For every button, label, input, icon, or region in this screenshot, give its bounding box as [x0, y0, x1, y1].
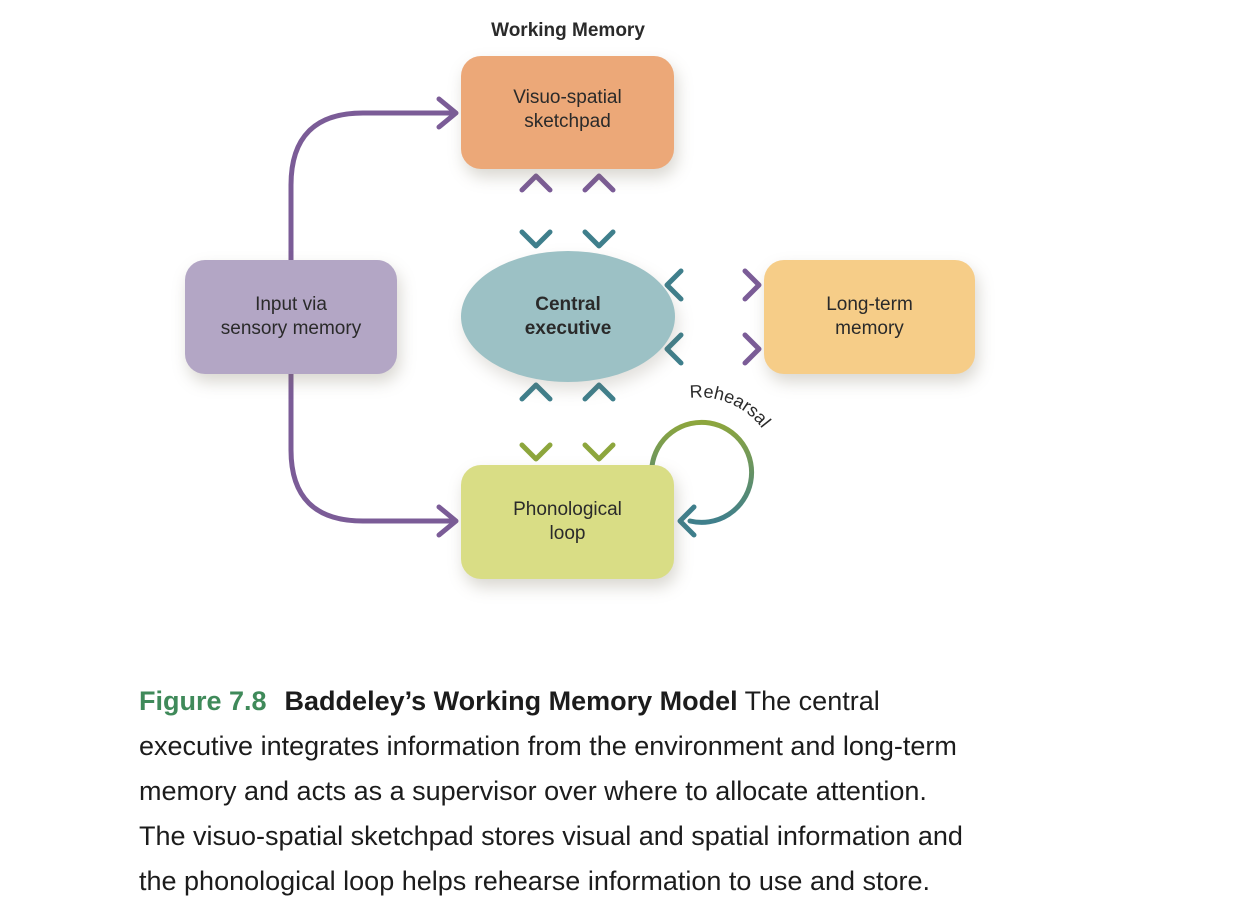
caption-text-1: The central — [744, 686, 880, 716]
central-executive-label-line-2: executive — [524, 317, 612, 339]
caption-line-3: memory and acts as a supervisor over whe… — [139, 776, 927, 806]
arrow-input-to-visuo — [288, 110, 455, 263]
long-term-label-line-2: memory — [835, 318, 904, 339]
visuo-spatial-label-line-1: Visuo-spatial — [513, 87, 622, 108]
phonological-label-line-1: Phonological — [513, 499, 622, 520]
visuo-spatial-label-line-2: sketchpad — [524, 111, 611, 132]
input-label-line-1: Input via — [255, 294, 327, 315]
caption-line-1: Figure 7.8 Baddeley’s Working Memory Mode… — [139, 679, 1139, 724]
figure-caption: Figure 7.8 Baddeley’s Working Memory Mode… — [139, 679, 1139, 904]
working-memory-diagram: Rehearsal Working Memory Visuo-spatial s… — [185, 20, 975, 579]
caption-line-5: the phonological loop helps rehearse inf… — [139, 866, 931, 896]
phonological-label-line-2: loop — [549, 523, 586, 544]
arrow-input-to-phono — [288, 371, 455, 524]
central-executive-ellipse: Central executive — [461, 251, 675, 382]
long-term-memory-box: Long-term memory — [764, 260, 975, 374]
figure-number: Figure 7.8 — [139, 686, 267, 716]
sensory-input-box: Input via sensory memory — [185, 260, 397, 374]
working-memory-title: Working Memory — [491, 20, 645, 41]
visuo-spatial-sketchpad-box: Visuo-spatial sketchpad — [461, 56, 674, 169]
caption-line-4: The visuo-spatial sketchpad stores visua… — [139, 821, 963, 851]
diagram-arrows: Rehearsal — [288, 96, 775, 538]
phonological-loop-box: Phonological loop — [461, 465, 674, 579]
arrowhead-visuo — [436, 96, 459, 130]
input-label-line-2: sensory memory — [220, 318, 362, 339]
long-term-label-line-1: Long-term — [826, 294, 913, 315]
central-executive-label-line-1: Central — [535, 293, 601, 315]
caption-line-2: executive integrates information from th… — [139, 731, 957, 761]
arrowhead-phono — [436, 504, 459, 538]
rehearsal-loop-arrow — [649, 419, 755, 525]
figure-title: Baddeley’s Working Memory Model — [284, 686, 738, 716]
